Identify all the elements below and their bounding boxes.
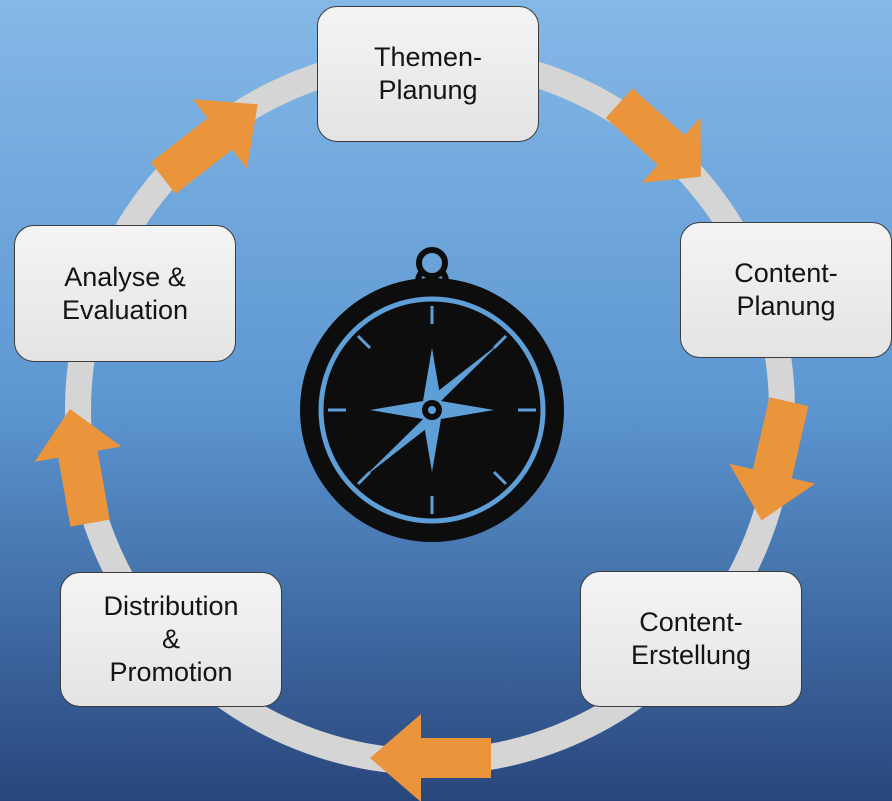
stage-label-distribution-promotion: Distribution & Promotion xyxy=(103,591,239,687)
stage-analyse-evaluation: Analyse & Evaluation xyxy=(14,225,236,362)
stage-content-planung: Content- Planung xyxy=(680,222,892,358)
stage-distribution-promotion: Distribution & Promotion xyxy=(60,572,282,707)
stage-themen-planung: Themen- Planung xyxy=(317,6,539,142)
stage-label-content-erstellung: Content- Erstellung xyxy=(630,607,752,670)
arrow-erstellung-to-distribution xyxy=(370,714,491,801)
stage-label-content-planung: Content- Planung xyxy=(734,258,838,321)
stage-label-themen-planung: Themen- Planung xyxy=(373,42,483,105)
stage-content-erstellung: Content- Erstellung xyxy=(580,571,802,707)
stage-label-analyse-evaluation: Analyse & Evaluation xyxy=(61,261,189,325)
compass-icon xyxy=(300,247,564,542)
arrow-content-planung-to-erstellung xyxy=(729,397,816,521)
arrow-analyse-to-themen xyxy=(150,99,258,194)
arrow-themen-to-content-planung xyxy=(605,88,701,183)
arrow-distribution-to-analyse xyxy=(34,408,122,527)
